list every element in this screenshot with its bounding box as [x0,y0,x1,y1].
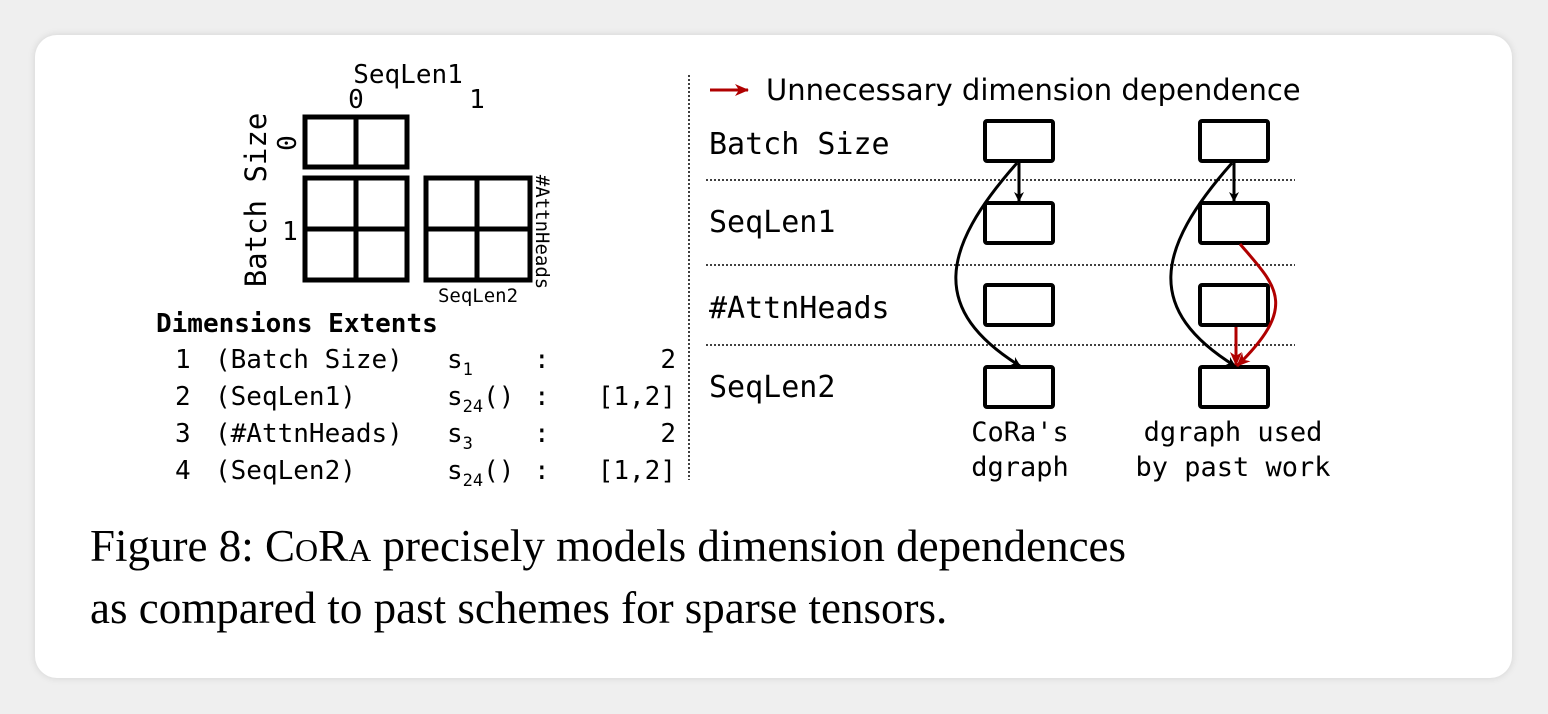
tensor-grid [302,114,533,283]
row-num: 2 [175,382,191,412]
row-num: 4 [175,456,191,486]
row-fn: s1 [447,345,473,380]
row-colon: : [534,419,550,449]
table-row: 1 (Batch Size) s1 : 2 [175,345,676,380]
dgraph-node [983,201,1055,245]
row-label: SeqLen2 [709,370,835,405]
caption-system-name: CoRa [265,521,372,571]
row-extent: [1,2] [598,382,676,412]
caption-line-2: as compared to past schemes for sparse t… [90,583,948,633]
row-name: (Batch Size) [215,345,403,375]
dgraph-node [1198,119,1270,163]
col2-caption: dgraph used [1144,417,1323,448]
row-fn: s24() [447,456,514,491]
row-label: SeqLen1 [709,205,835,240]
row-colon: : [534,345,550,375]
caption-prefix: Figure 8: [90,521,265,571]
grid-x-tick: 0 [348,85,364,115]
row-colon: : [534,382,550,412]
caption-text: precisely models dimension dependences [371,521,1127,571]
grid-y-title: Batch Size [239,113,273,288]
dependence-edge [954,162,1021,368]
unnecessary-dependence-edge [1235,243,1278,368]
dgraph-node [983,283,1055,327]
row-name: (SeqLen2) [215,456,356,486]
row-label: Batch Size [709,127,890,162]
grid-x-tick: 1 [469,85,485,115]
row-extent: 2 [660,345,676,375]
table-row: 3 (#AttnHeads) s3 : 2 [175,419,676,454]
figure-caption: Figure 8: CoRa precisely models dimensio… [90,515,1126,639]
row-name: (#AttnHeads) [215,419,403,449]
grid-x-title: SeqLen1 [353,60,463,90]
row-num: 1 [175,345,191,375]
grid-y-tick: 1 [282,217,298,247]
table-header: Dimensions Extents [156,309,438,339]
dgraph-node [1198,283,1270,327]
col1-caption: dgraph [971,452,1069,483]
caption-line-1: Figure 8: CoRa precisely models dimensio… [90,515,1126,577]
dimensions-table: Dimensions Extents 1 (Batch Size) s1 : 2… [156,309,676,491]
legend-label: Unnecessary dimension dependence [766,73,1301,107]
dependence-edge [1169,162,1236,368]
grid-side-title: #AttnHeads [531,175,553,289]
dgraph-node [1198,365,1270,409]
row-extent: 2 [660,419,676,449]
dgraph-node [983,365,1055,409]
dgraph-node [1198,201,1270,245]
col2-caption: by past work [1135,452,1330,483]
col1-caption: CoRa's [971,417,1069,448]
legend: Unnecessary dimension dependence [710,73,1301,107]
grid-bottom-title: SeqLen2 [438,285,518,307]
row-label: #AttnHeads [709,291,890,326]
row-name: (SeqLen1) [215,382,356,412]
row-extent: [1,2] [598,456,676,486]
dgraph-node [983,119,1055,163]
table-row: 4 (SeqLen2) s24() : [1,2] [175,456,676,491]
row-colon: : [534,456,550,486]
row-fn: s3 [447,419,473,454]
grid-y-tick: 0 [273,135,303,151]
row-fn: s24() [447,382,514,417]
table-row: 2 (SeqLen1) s24() : [1,2] [175,382,676,417]
row-num: 3 [175,419,191,449]
